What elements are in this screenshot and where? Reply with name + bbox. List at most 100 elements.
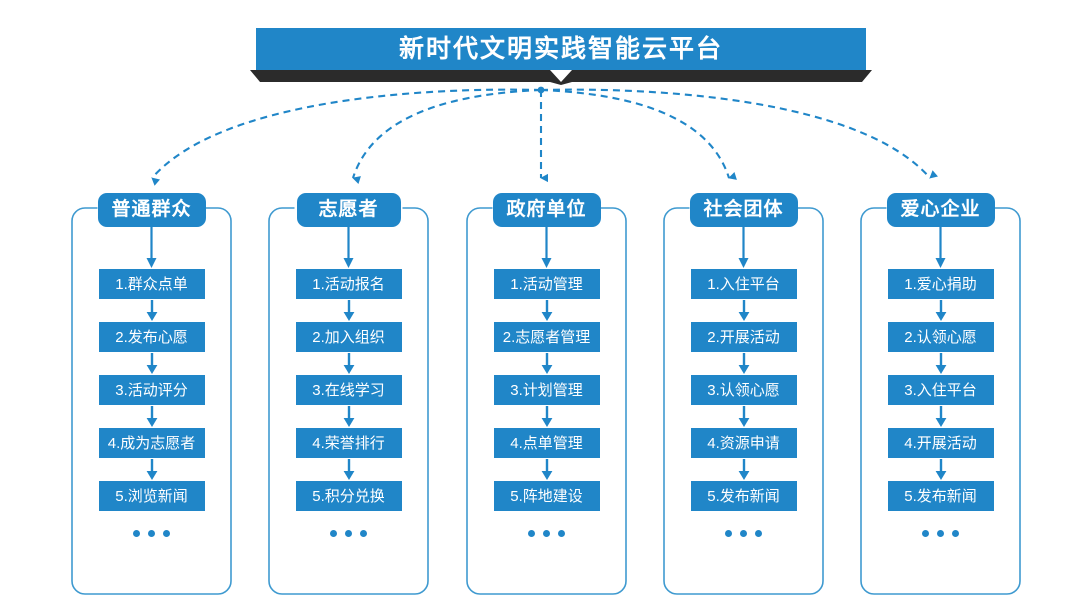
column-group-1: 普通群众 1.群众点单 2.发布心愿 3.活动评分 4.成为志愿者 5.浏览新闻	[71, 193, 232, 595]
flow-item-label: 2.志愿者管理	[502, 328, 591, 346]
column-group-3: 政府单位 1.活动管理 2.志愿者管理 3.计划管理 4.点单管理 5.阵地建设	[466, 193, 627, 595]
down-arrow-icon	[736, 299, 752, 322]
column-header-badge-3[interactable]: 政府单位	[492, 193, 601, 227]
flow-item-box[interactable]: 2.加入组织	[295, 322, 402, 352]
down-arrow-icon	[341, 405, 357, 428]
column-group-4: 社会团体 1.入住平台 2.开展活动 3.认领心愿 4.资源申请 5.发布新闻	[663, 193, 824, 595]
flow-item-box[interactable]: 1.爱心捐助	[887, 269, 994, 299]
flow-item-label: 4.点单管理	[510, 434, 583, 452]
down-arrow-icon	[341, 352, 357, 375]
flow-item-box[interactable]: 2.认领心愿	[887, 322, 994, 352]
ellipsis-indicator	[725, 530, 762, 537]
flow-item-label: 2.开展活动	[707, 328, 780, 346]
column-frame	[71, 207, 232, 595]
down-arrow-icon	[933, 352, 949, 375]
flow-item-box[interactable]: 3.认领心愿	[690, 375, 797, 405]
connector-to-col-5	[540, 88, 938, 179]
column-header-label: 普通群众	[111, 199, 192, 220]
column-item-list: 1.活动管理 2.志愿者管理 3.计划管理 4.点单管理 5.阵地建设	[466, 269, 627, 537]
down-arrow-icon	[539, 458, 555, 481]
column-item-list: 1.爱心捐助 2.认领心愿 3.入住平台 4.开展活动 5.发布新闻	[860, 269, 1021, 537]
down-arrow-icon	[341, 299, 357, 322]
flow-item-label: 3.活动评分	[115, 381, 188, 399]
column-header-badge-5[interactable]: 爱心企业	[886, 193, 995, 227]
flow-item-label: 1.入住平台	[707, 275, 780, 293]
ellipsis-indicator	[330, 530, 367, 537]
flow-item-label: 1.爱心捐助	[904, 275, 977, 293]
down-arrow-icon	[144, 299, 160, 322]
flow-item-label: 2.发布心愿	[115, 328, 188, 346]
flow-item-label: 2.加入组织	[312, 328, 385, 346]
connector-to-col-1	[151, 88, 542, 186]
flow-item-box[interactable]: 2.开展活动	[690, 322, 797, 352]
flow-item-label: 2.认领心愿	[904, 328, 977, 346]
flow-item-box[interactable]: 3.入住平台	[887, 375, 994, 405]
column-frame	[860, 207, 1021, 595]
down-arrow-icon	[933, 405, 949, 428]
flow-item-box[interactable]: 1.群众点单	[98, 269, 205, 299]
flow-item-label: 1.群众点单	[115, 275, 188, 293]
column-item-list: 1.入住平台 2.开展活动 3.认领心愿 4.资源申请 5.发布新闻	[663, 269, 824, 537]
flow-item-box[interactable]: 1.入住平台	[690, 269, 797, 299]
flow-item-box[interactable]: 3.计划管理	[493, 375, 600, 405]
flow-item-box[interactable]: 1.活动报名	[295, 269, 402, 299]
flow-item-box[interactable]: 2.发布心愿	[98, 322, 205, 352]
column-item-list: 1.活动报名 2.加入组织 3.在线学习 4.荣誉排行 5.积分兑换	[268, 269, 429, 537]
down-arrow-icon	[144, 352, 160, 375]
flow-item-label: 5.阵地建设	[510, 487, 583, 505]
flow-item-box[interactable]: 5.阵地建设	[493, 481, 600, 511]
flow-item-label: 5.浏览新闻	[115, 487, 188, 505]
column-header-label: 爱心企业	[900, 199, 981, 220]
down-arrow-icon	[539, 405, 555, 428]
flow-item-label: 4.成为志愿者	[107, 434, 196, 452]
flow-item-box[interactable]: 1.活动管理	[493, 269, 600, 299]
flow-item-box[interactable]: 5.浏览新闻	[98, 481, 205, 511]
flow-item-label: 5.积分兑换	[312, 487, 385, 505]
platform-title-text: 新时代文明实践智能云平台	[398, 34, 723, 63]
down-arrow-icon	[736, 405, 752, 428]
column-frame	[268, 207, 429, 595]
column-header-badge-1[interactable]: 普通群众	[97, 193, 206, 227]
down-arrow-icon	[539, 352, 555, 375]
down-arrow-icon	[144, 458, 160, 481]
column-header-badge-2[interactable]: 志愿者	[296, 193, 401, 227]
column-frame	[663, 207, 824, 595]
flow-item-label: 5.发布新闻	[707, 487, 780, 505]
down-arrow-icon	[539, 299, 555, 322]
down-arrow-icon	[736, 352, 752, 375]
connector-to-col-2	[351, 88, 542, 185]
flow-item-label: 5.发布新闻	[904, 487, 977, 505]
down-arrow-icon	[736, 458, 752, 481]
column-header-label: 志愿者	[318, 199, 379, 220]
flow-item-box[interactable]: 5.发布新闻	[690, 481, 797, 511]
flow-item-label: 3.入住平台	[904, 381, 977, 399]
column-header-badge-4[interactable]: 社会团体	[689, 193, 798, 227]
down-arrow-icon	[341, 458, 357, 481]
flow-item-box[interactable]: 3.活动评分	[98, 375, 205, 405]
flow-item-box[interactable]: 5.发布新闻	[887, 481, 994, 511]
column-group-2: 志愿者 1.活动报名 2.加入组织 3.在线学习 4.荣誉排行 5.积分兑换	[268, 193, 429, 595]
column-header-label: 社会团体	[703, 199, 784, 220]
ellipsis-indicator	[528, 530, 565, 537]
flow-item-box[interactable]: 4.点单管理	[493, 428, 600, 458]
flow-item-label: 4.开展活动	[904, 434, 977, 452]
flow-item-box[interactable]: 5.积分兑换	[295, 481, 402, 511]
column-group-5: 爱心企业 1.爱心捐助 2.认领心愿 3.入住平台 4.开展活动 5.发布新闻	[860, 193, 1021, 595]
flow-item-box[interactable]: 3.在线学习	[295, 375, 402, 405]
platform-title-banner: 新时代文明实践智能云平台	[256, 28, 866, 70]
flow-item-box[interactable]: 4.荣誉排行	[295, 428, 402, 458]
flow-item-box[interactable]: 4.资源申请	[690, 428, 797, 458]
flow-item-label: 4.荣誉排行	[312, 434, 385, 452]
flow-item-box[interactable]: 4.开展活动	[887, 428, 994, 458]
flow-item-label: 4.资源申请	[707, 434, 780, 452]
connector-to-col-4	[540, 88, 737, 180]
column-item-list: 1.群众点单 2.发布心愿 3.活动评分 4.成为志愿者 5.浏览新闻	[71, 269, 232, 537]
column-header-label: 政府单位	[506, 199, 587, 220]
down-arrow-icon	[144, 405, 160, 428]
ellipsis-indicator	[922, 530, 959, 537]
flow-item-box[interactable]: 2.志愿者管理	[493, 322, 600, 352]
flow-item-box[interactable]: 4.成为志愿者	[98, 428, 205, 458]
down-arrow-icon	[933, 299, 949, 322]
